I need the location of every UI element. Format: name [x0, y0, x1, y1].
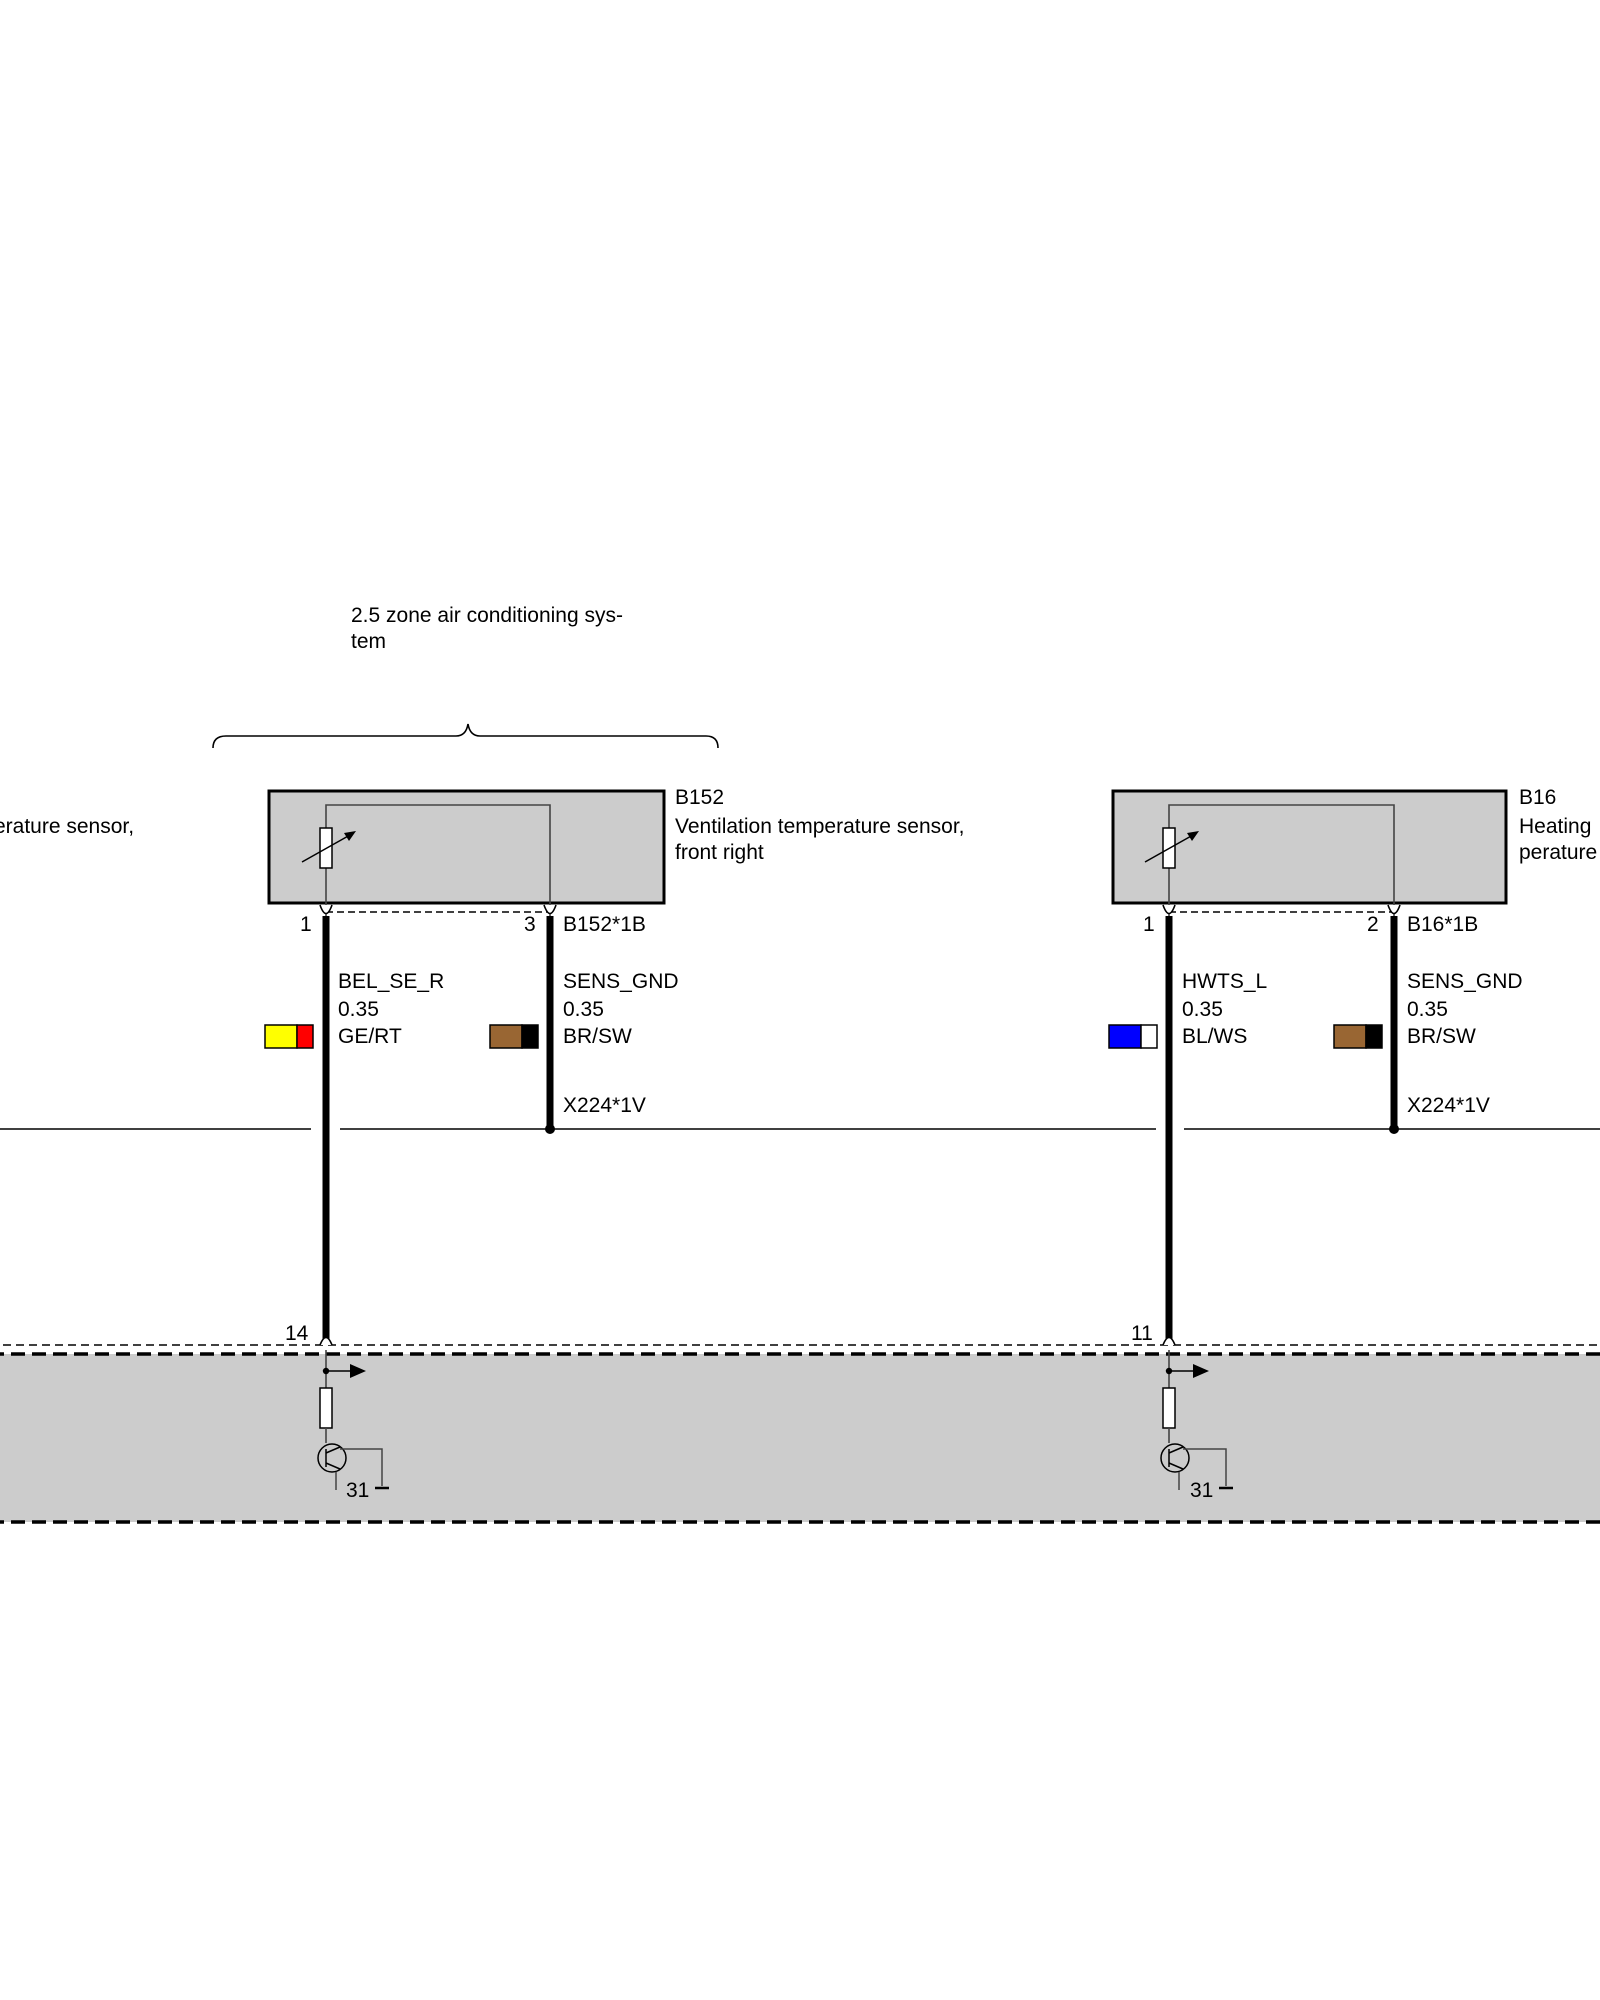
b16-splice-dot [1389, 1124, 1399, 1134]
ecu-input-11: 11 31 [1131, 1322, 1233, 1502]
b152-pin3-notch [543, 904, 557, 915]
b16-wire-a-swatch-primary [1108, 1024, 1142, 1049]
b16-wire-a-swatch-stripe [1140, 1024, 1158, 1049]
b152-splice-label: X224*1V [563, 1094, 646, 1117]
ecu-pin14-notch [319, 1336, 333, 1346]
b152-connector-label: B152*1B [563, 913, 646, 936]
b152-splice-dot [545, 1124, 555, 1134]
ecu11-ground-wire [1183, 1448, 1227, 1486]
ecu14-signal-arrowhead [350, 1364, 366, 1378]
control-unit-body [0, 1354, 1600, 1522]
b152-id: B152 [675, 786, 724, 809]
ecu14-transistor-body [317, 1443, 347, 1473]
b16-variable-arrowhead [1187, 831, 1199, 841]
b152-wire-b: SENS_GND 0.35 BR/SW X224*1V [489, 916, 679, 1134]
b152-desc-line1: Ventilation temperature sensor, [675, 815, 965, 838]
b152-desc-line2: front right [675, 841, 764, 864]
component-b16: B16 Heating perature 1 2 B16*1B [1111, 786, 1597, 936]
b152-pin3-label: 3 [524, 913, 536, 936]
ecu14-ground-wire [340, 1448, 383, 1486]
component-b152: B152 Ventilation temperature sensor, fro… [267, 786, 965, 936]
left-cut-label: erature sensor, [0, 815, 134, 838]
b16-connector-label: B16*1B [1407, 913, 1478, 936]
b16-splice-label: X224*1V [1407, 1094, 1490, 1117]
b152-body [267, 789, 666, 905]
ecu11-transistor-emitter [1168, 1462, 1184, 1470]
ecu11-signal-arrowhead [1193, 1364, 1209, 1378]
b152-wire-a-gauge: 0.35 [338, 998, 379, 1021]
b152-wire-a-swatch-primary [264, 1024, 298, 1049]
ecu-pin14-label: 14 [285, 1322, 309, 1345]
b16-wire-a-signal: HWTS_L [1182, 970, 1267, 993]
b152-wire-a-signal: BEL_SE_R [338, 970, 444, 993]
b152-variable-arrow [301, 834, 351, 863]
ecu14-transistor-collector [325, 1446, 341, 1454]
b16-wire-a: HWTS_L 0.35 BL/WS [1108, 916, 1267, 1342]
ecu14-pullup-resistor [319, 1387, 333, 1429]
ecu-pin11-label: 11 [1131, 1322, 1153, 1345]
b16-wire-b-color: BR/SW [1407, 1025, 1476, 1048]
b152-wire-b-swatch-stripe [521, 1024, 539, 1049]
b16-desc-line1: Heating [1519, 815, 1591, 838]
b16-wire-b-signal: SENS_GND [1407, 970, 1523, 993]
b152-wire-b-gauge: 0.35 [563, 998, 604, 1021]
b16-variable-arrow [1144, 834, 1194, 863]
ecu-pin11-notch [1162, 1336, 1176, 1346]
ecu11-ground-label: 31 [1190, 1479, 1213, 1502]
b152-pin1-label: 1 [300, 913, 312, 936]
b16-desc-line2: perature [1519, 841, 1597, 864]
b16-pin2-label: 2 [1367, 913, 1379, 936]
ecu11-transistor-body [1160, 1443, 1190, 1473]
group-brace [212, 723, 719, 749]
group-header: 2.5 zone air conditioning sys- tem [212, 604, 719, 749]
b16-wire-a-color: BL/WS [1182, 1025, 1247, 1048]
b16-pin1-notch [1162, 904, 1176, 915]
b16-wire-b-gauge: 0.35 [1407, 998, 1448, 1021]
b152-wire-a-swatch-stripe [296, 1024, 314, 1049]
b16-pin1-label: 1 [1143, 913, 1155, 936]
group-title-line2: tem [351, 630, 386, 653]
b152-variable-arrowhead [344, 831, 356, 841]
b152-wire-b-color: BR/SW [563, 1025, 632, 1048]
b152-wire-a-color: GE/RT [338, 1025, 402, 1048]
group-title-line1: 2.5 zone air conditioning sys- [351, 604, 623, 627]
control-unit [0, 1344, 1600, 1524]
b16-body [1111, 789, 1508, 905]
b16-wire-b-swatch-stripe [1365, 1024, 1383, 1049]
b152-wire-b-signal: SENS_GND [563, 970, 679, 993]
b152-wire-a: BEL_SE_R 0.35 GE/RT [264, 916, 444, 1342]
ecu11-pullup-resistor [1162, 1387, 1176, 1429]
ecu14-transistor-emitter [325, 1462, 341, 1470]
b152-pin1-notch [319, 904, 333, 915]
b16-pin2-notch [1387, 904, 1401, 915]
b16-wire-a-gauge: 0.35 [1182, 998, 1223, 1021]
ecu-input-14: 14 31 [285, 1322, 389, 1502]
b16-wire-b: SENS_GND 0.35 BR/SW X224*1V [1333, 916, 1523, 1134]
b16-wire-b-swatch-primary [1333, 1024, 1367, 1049]
ecu11-transistor-collector [1168, 1446, 1184, 1454]
b152-wire-b-swatch-primary [489, 1024, 523, 1049]
b16-id: B16 [1519, 786, 1556, 809]
ecu14-ground-label: 31 [346, 1479, 369, 1502]
